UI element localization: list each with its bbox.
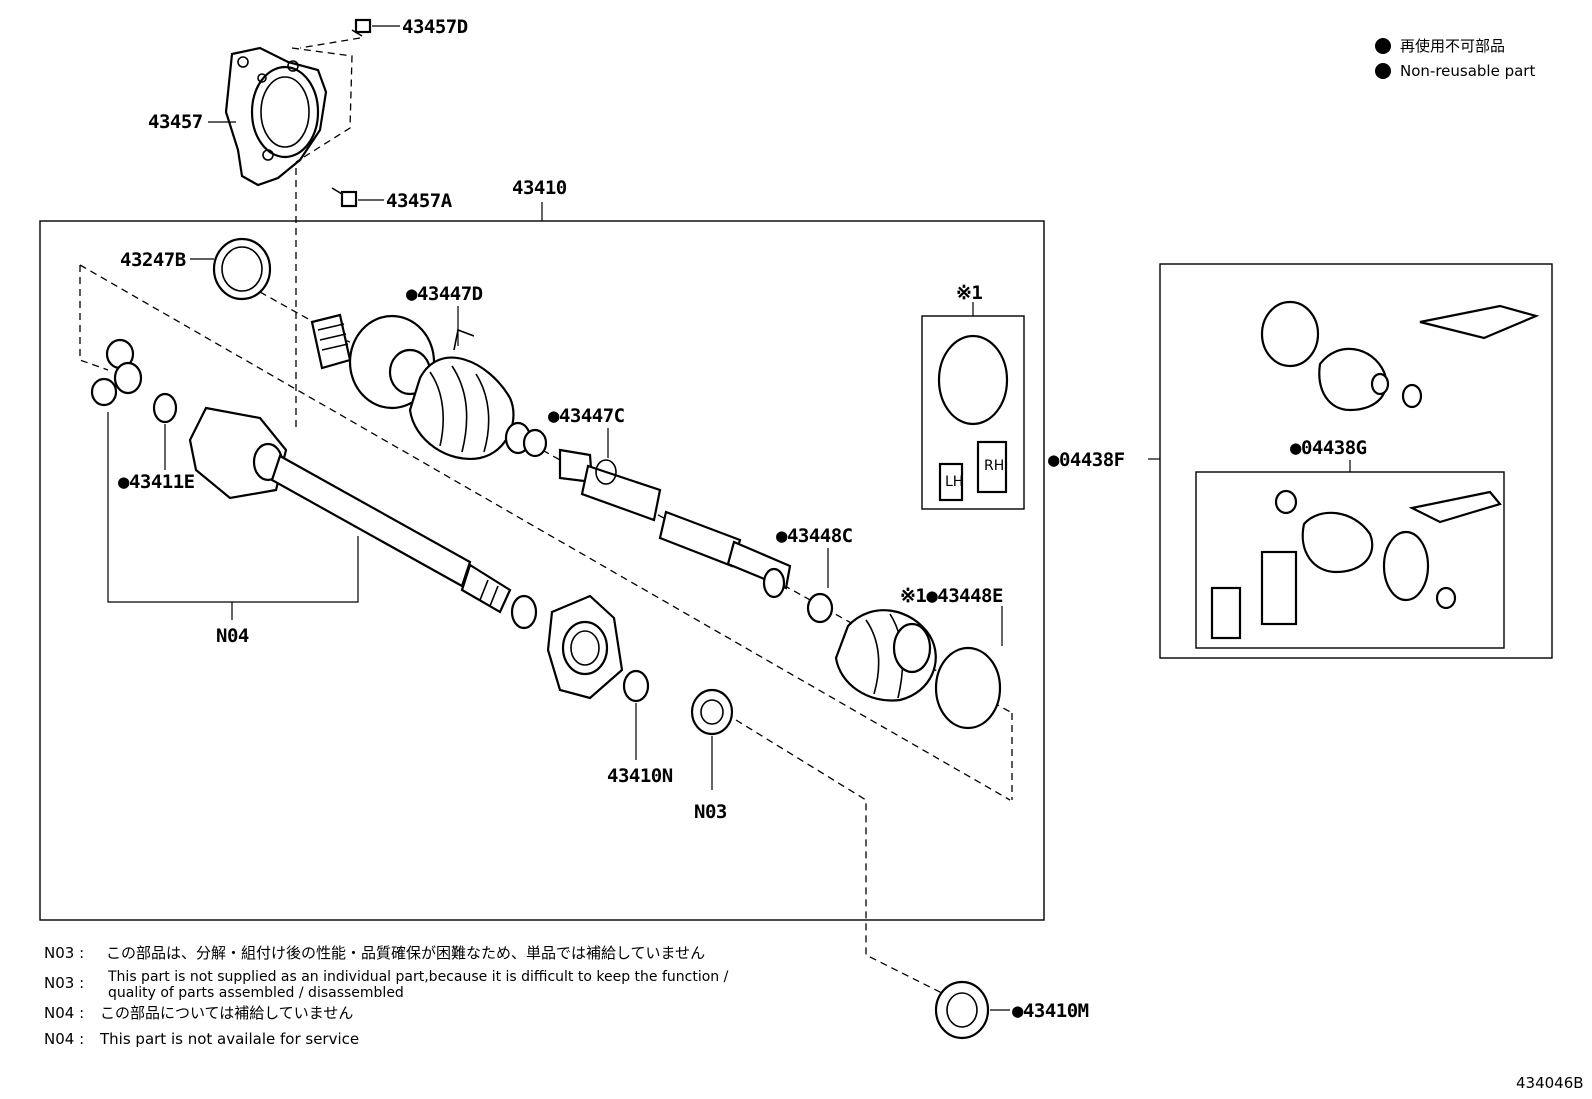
seal-N03-drawing xyxy=(690,688,734,736)
shaft-drawing xyxy=(558,448,792,599)
kit-band-drawing xyxy=(937,334,1009,426)
label-43448C[interactable]: ●43448C xyxy=(776,525,853,547)
note-4-code: N04 : xyxy=(44,1030,84,1048)
non-reusable-dot-icon xyxy=(1375,38,1391,54)
label-N04[interactable]: N04 xyxy=(216,625,249,647)
boot-kit-04438F-frame xyxy=(1159,263,1553,659)
label-43457A[interactable]: 43457A xyxy=(386,190,453,212)
outer-joint-43447D-drawing xyxy=(310,313,532,461)
note-2-text2: quality of parts assembled / disassemble… xyxy=(108,985,404,1001)
seal-43410M-drawing xyxy=(934,980,990,1040)
label-43457D[interactable]: 43457D xyxy=(402,16,468,38)
seal-43247B-drawing xyxy=(212,237,272,301)
note-2-text: This part is not supplied as an individu… xyxy=(107,969,729,985)
legend-ja: 再使用不可部品 xyxy=(1400,37,1505,55)
label-43447C[interactable]: ●43447C xyxy=(548,405,625,427)
figure-id: 434046B xyxy=(1516,1074,1584,1092)
kit-tag-rh xyxy=(976,440,1008,494)
inner-boot-43448E-drawing xyxy=(834,609,937,702)
label-43410M[interactable]: ●43410M xyxy=(1012,1000,1089,1022)
snap-ring-43410N-drawing xyxy=(622,669,650,703)
note-1-code: N03 : xyxy=(44,944,84,962)
bracket-43457-drawing xyxy=(224,46,353,187)
boot-kit-04438G-parts xyxy=(1210,489,1502,640)
non-reusable-dot-icon xyxy=(1375,63,1391,79)
footnotes: N03 : この部品は、分解・組付け後の性能・品質確保が困難なため、単品では補給… xyxy=(44,944,729,1048)
label-43410N[interactable]: 43410N xyxy=(607,765,673,787)
tripod-drawing xyxy=(90,338,143,407)
bolt-43457A-drawing xyxy=(331,187,358,208)
label-43411E[interactable]: ●43411E xyxy=(118,471,195,493)
kit-tag-lh xyxy=(938,462,964,502)
inner-joint-drawing xyxy=(188,406,538,630)
boot-kit-04438F-parts xyxy=(1260,300,1540,412)
label-43448E[interactable]: ※1●43448E xyxy=(900,585,1003,607)
legend-en: Non-reusable part xyxy=(1400,62,1535,80)
bearing-bracket-drawing xyxy=(546,594,624,700)
label-43247B[interactable]: 43247B xyxy=(120,249,186,271)
note-3-text: この部品については補給していません xyxy=(100,1004,353,1022)
bolt-43457D-drawing xyxy=(351,18,372,37)
label-43410[interactable]: 43410 xyxy=(512,177,567,199)
clamp-43448C-drawing xyxy=(806,592,834,624)
legend: 再使用不可部品 Non-reusable part xyxy=(1375,37,1535,80)
kit-ref-mark: ※1 xyxy=(956,282,982,304)
kit-tag-lh-text: LH xyxy=(945,474,963,490)
label-N03[interactable]: N03 xyxy=(694,801,727,823)
snap-ring-drawing xyxy=(522,428,548,458)
band-43448E-drawing xyxy=(934,646,1002,730)
kit-tag-rh-text: RH xyxy=(984,458,1004,474)
assembly-43410-frame xyxy=(39,220,1045,921)
note-2-code: N03 : xyxy=(44,974,84,992)
note-3-code: N04 : xyxy=(44,1004,84,1022)
note-1-text: この部品は、分解・組付け後の性能・品質確保が困難なため、単品では補給していません xyxy=(106,944,705,962)
snap-ring-43411E-drawing xyxy=(152,392,178,424)
note-4-text: This part is not availale for service xyxy=(99,1030,359,1048)
label-04438F[interactable]: ●04438F xyxy=(1048,449,1125,471)
label-43457[interactable]: 43457 xyxy=(148,111,203,133)
label-04438G[interactable]: ●04438G xyxy=(1290,437,1367,459)
label-43447D[interactable]: ●43447D xyxy=(406,283,483,305)
